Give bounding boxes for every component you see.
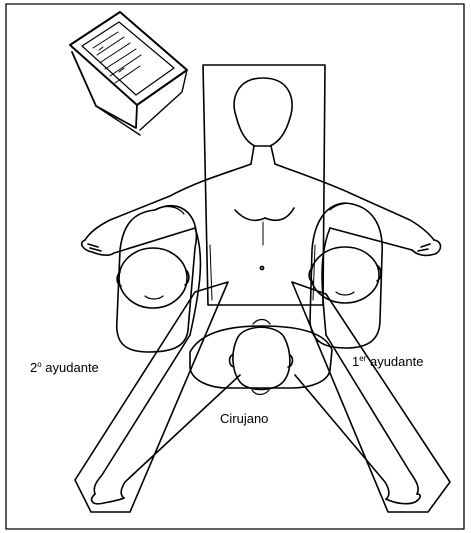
label-first-assistant: 1er ayudante <box>352 355 423 368</box>
leg-board-right <box>292 282 450 512</box>
label-second-assistant: 2o ayudante <box>30 361 99 374</box>
label-surgeon: Cirujano <box>220 412 268 425</box>
figure-frame <box>6 4 464 529</box>
surgeon-figure <box>190 320 332 395</box>
patient-figure <box>82 78 441 504</box>
second-assistant-figure <box>117 206 197 352</box>
monitor-icon <box>70 12 187 135</box>
first-assistant-figure <box>309 203 382 348</box>
